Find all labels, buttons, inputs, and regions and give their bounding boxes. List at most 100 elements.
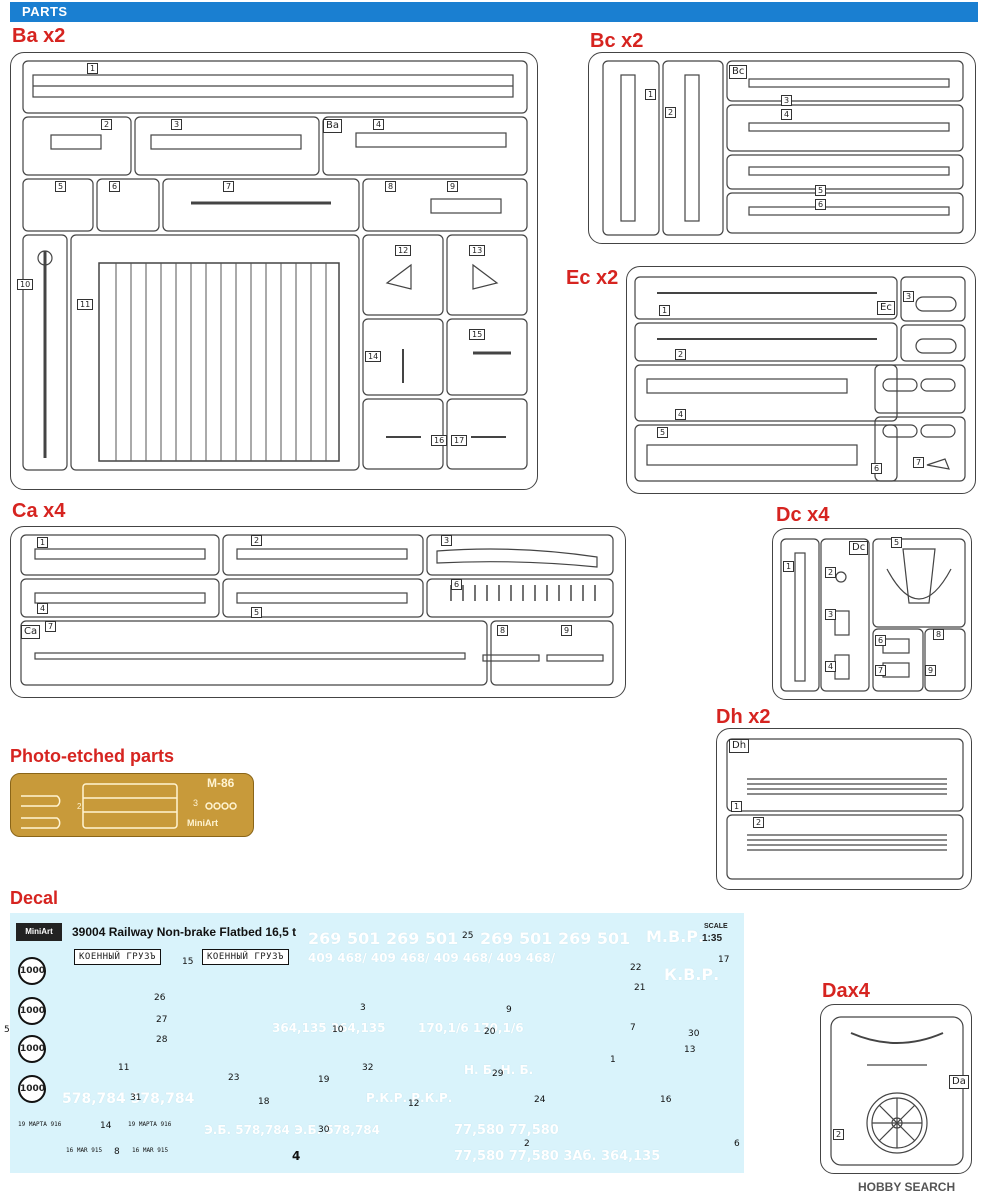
sprue-bc-frame: Bc 1 2 3 4 5 6 (588, 52, 976, 244)
part-number: 7 (913, 457, 925, 468)
decal-number: 18 (258, 1097, 270, 1107)
part-number: 1 (37, 537, 49, 548)
part-number: 4 (37, 603, 49, 614)
sprue-title-da: Dax4 (822, 980, 870, 1002)
sprue-da-label: Da (949, 1075, 969, 1089)
part-number: 3 (171, 119, 183, 130)
part-number: 6 (871, 463, 883, 474)
photo-etched-brand: MiniArt (187, 818, 218, 828)
header-title: PARTS (22, 4, 68, 19)
decal-coin: 1000 (18, 997, 46, 1025)
decal-number: 19 (318, 1075, 330, 1085)
sprue-da-frame: Da 2 (820, 1004, 972, 1174)
decal-code: 578,784 578,784 (62, 1091, 195, 1107)
decal-code: Р.К.Р. Р.К.Р. (366, 1091, 453, 1105)
part-number: 1 (731, 801, 743, 812)
decal-sheet: MiniArt 39004 Railway Non-brake Flatbed … (10, 913, 744, 1173)
sprue-ba-label: Ba (323, 119, 342, 133)
part-number: 1 (645, 89, 657, 100)
decal-number: 20 (484, 1027, 496, 1037)
part-number: 2 (675, 349, 687, 360)
part-number: 1 (87, 63, 99, 74)
decal-code: 269 501 269 501 (480, 929, 631, 948)
decal-code: К.В.Р. (664, 965, 720, 984)
decal-number: 30 (688, 1029, 700, 1039)
part-number: 6 (815, 199, 827, 210)
sprue-title-dh: Dh x2 (716, 706, 771, 728)
decal-number: 17 (718, 955, 730, 965)
decal-number: 30 (318, 1125, 330, 1135)
part-number: 6 (875, 635, 887, 646)
part-number: 3 (825, 609, 837, 620)
part-number: 14 (365, 351, 382, 362)
part-number: 7 (45, 621, 57, 632)
decal-date-text: 19 МАРТА 916 (18, 1121, 62, 1128)
photo-etched-fret: M-86 2 3 MiniArt (10, 773, 254, 837)
decal-number: 10 (332, 1025, 344, 1035)
decal-number: 14 (100, 1121, 112, 1131)
part-number: 5 (55, 181, 67, 192)
photo-etched-title: Photo-etched parts (10, 746, 175, 766)
decal-number: 2 (524, 1139, 530, 1149)
sprue-da-drawing (830, 1016, 964, 1166)
decal-code: 77,580 77,580 (454, 1123, 559, 1138)
part-number: 2 (825, 567, 837, 578)
decal-number: 8 (114, 1147, 120, 1157)
decal-code: Н. Б. Н. Б. (464, 1063, 534, 1077)
decal-code: 77,580 77,580 3Аб. 364,135 (454, 1149, 661, 1164)
sprue-title-ec: Ec x2 (566, 267, 619, 289)
part-number: 12 (395, 245, 412, 256)
decal-coin: 1000 (18, 957, 46, 985)
part-number: 8 (933, 629, 945, 640)
sprue-ba-drawing (22, 60, 528, 471)
sprue-dc-drawing (780, 538, 966, 692)
sprue-title-ca: Ca x4 (12, 500, 66, 522)
decal-code: Э.Б. 578,784 Э.Б. 578,784 (204, 1123, 380, 1137)
decal-brand-logo: MiniArt (16, 923, 62, 941)
sprue-ec-label: Ec (877, 301, 895, 315)
sprue-ec-drawing (634, 276, 966, 482)
sprue-dh-frame: Dh 1 2 (716, 728, 972, 890)
decal-coin: 1000 (18, 1075, 46, 1103)
decal-number: 25 (462, 931, 474, 941)
decal-number: 7 (630, 1023, 636, 1033)
part-number: 1 (659, 305, 671, 316)
sprue-title-ba: Ba x2 (12, 25, 66, 47)
decal-number: 22 (630, 963, 642, 973)
part-number: 15 (469, 329, 486, 340)
part-number: 13 (469, 245, 486, 256)
sprue-ba-frame: Ba 1 2 3 4 5 6 7 8 9 10 11 12 13 14 15 1… (10, 52, 538, 490)
decal-scale-value: 1:35 (702, 933, 723, 944)
decal-date-text: 19 МАРТА 916 (128, 1121, 172, 1128)
decal-number: 26 (154, 993, 166, 1003)
part-number: 2 (753, 817, 765, 828)
part-number: 4 (825, 661, 837, 672)
decal-cyrillic-label: КОЕННЫЙ ГРУЗЪ (74, 949, 161, 965)
part-number: 3 (193, 798, 199, 808)
decal-number: 23 (228, 1073, 240, 1083)
watermark: HOBBY SEARCH (858, 1180, 956, 1194)
part-number: 2 (833, 1129, 845, 1140)
decal-title: Decal (10, 888, 59, 908)
part-number: 6 (109, 181, 121, 192)
decal-code: М.В.Р. (646, 927, 705, 946)
decal-sheet-title: 39004 Railway Non-brake Flatbed 16,5 t (72, 925, 297, 939)
decal-code: 269 501 269 501 (308, 929, 459, 948)
decal-code: 364,135 364,135 (272, 1021, 386, 1035)
part-number: 5 (657, 427, 669, 438)
sprue-title-bc: Bc x2 (590, 30, 644, 52)
sprue-bc-drawing (602, 60, 964, 236)
photo-etched-code: M-86 (207, 776, 235, 790)
part-number: 5 (815, 185, 827, 196)
decal-number: 28 (156, 1035, 168, 1045)
part-number: 4 (781, 109, 793, 120)
part-number: 7 (223, 181, 235, 192)
decal-cyrillic-label: КОЕННЫЙ ГРУЗЪ (202, 949, 289, 965)
decal-number: 27 (156, 1015, 168, 1025)
sprue-dc-frame: Dc 1 2 3 4 5 6 7 8 9 (772, 528, 972, 700)
decal-coin: 1000 (18, 1035, 46, 1063)
part-number: 2 (665, 107, 677, 118)
sprue-ca-drawing (20, 534, 614, 686)
part-number: 8 (385, 181, 397, 192)
decal-number: 1 (610, 1055, 616, 1065)
